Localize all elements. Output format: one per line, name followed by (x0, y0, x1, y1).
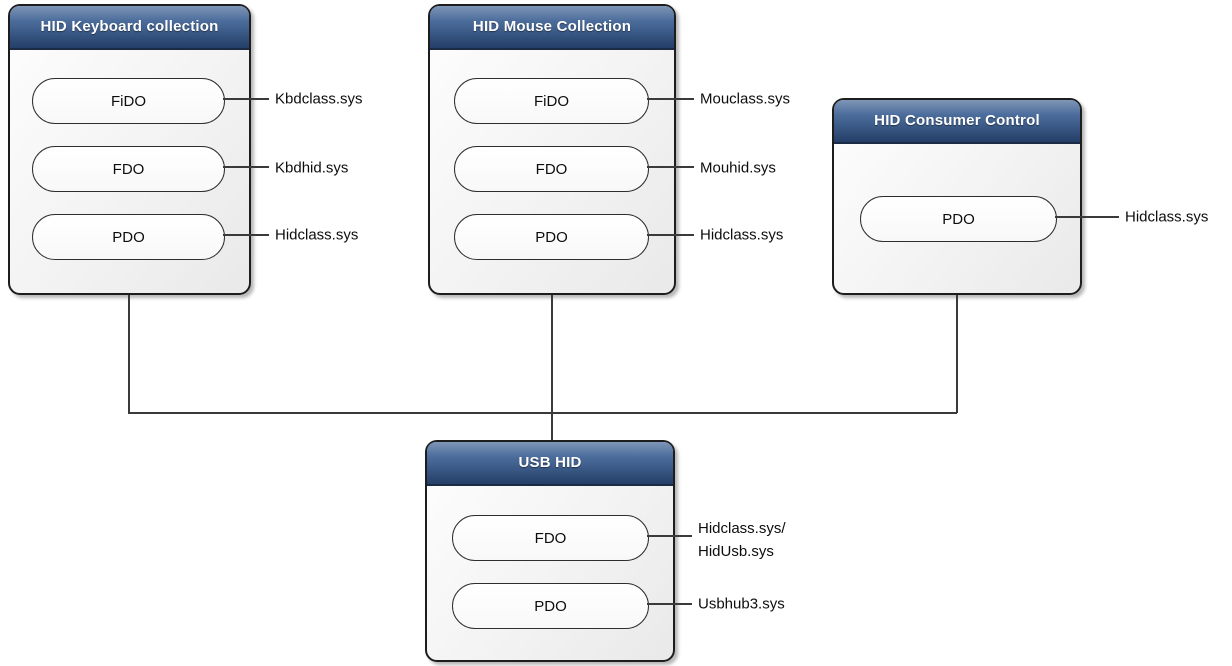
annotation-connector-line (647, 535, 692, 537)
node-title: HID Consumer Control (834, 100, 1080, 144)
pill-pdo: PDO (860, 196, 1057, 242)
pill-label: FDO (112, 160, 145, 178)
pill-pdo: PDO (454, 214, 649, 260)
node-usb-hid: USB HID FDO PDO (425, 440, 675, 662)
annotation-connector-line (647, 166, 694, 168)
pill-label: FiDO (111, 92, 146, 110)
driver-label: Hidclass.sys (1125, 208, 1209, 226)
connector-horizontal-bus (128, 412, 957, 414)
pill-label: PDO (535, 228, 568, 246)
node-title: HID Mouse Collection (430, 6, 674, 50)
pill-fido: FiDO (454, 78, 649, 124)
pill-label: PDO (534, 597, 567, 615)
pill-fido: FiDO (32, 78, 225, 124)
pill-fdo: FDO (452, 515, 649, 561)
driver-label: Hidclass.sys/ HidUsb.sys (698, 520, 786, 560)
driver-label: Mouclass.sys (700, 90, 791, 108)
driver-label: Kbdhid.sys (275, 159, 349, 177)
connector-keyboard-down (128, 295, 130, 413)
pill-fdo: FDO (32, 146, 225, 192)
pill-fdo: FDO (454, 146, 649, 192)
driver-label: Usbhub3.sys (698, 595, 785, 613)
pill-label: FDO (535, 160, 568, 178)
annotation-connector-line (223, 98, 269, 100)
connector-mouse-to-usbhid (551, 295, 553, 440)
pill-pdo: PDO (452, 583, 649, 629)
pill-label: PDO (112, 228, 145, 246)
connector-consumer-down (956, 295, 958, 413)
node-title: HID Keyboard collection (10, 6, 249, 50)
annotation-connector-line (647, 98, 694, 100)
driver-label: Hidclass.sys (700, 226, 784, 244)
node-hid-mouse-collection: HID Mouse Collection FiDO FDO PDO (428, 4, 676, 295)
node-hid-keyboard-collection: HID Keyboard collection FiDO FDO PDO (8, 4, 251, 295)
pill-label: PDO (942, 210, 975, 228)
annotation-connector-line (223, 234, 269, 236)
annotation-connector-line (647, 234, 694, 236)
node-title: USB HID (427, 442, 673, 486)
annotation-connector-line (223, 166, 269, 168)
driver-label: Kbdclass.sys (275, 90, 363, 108)
annotation-connector-line (647, 603, 692, 605)
driver-label: Mouhid.sys (700, 159, 776, 177)
annotation-connector-line (1055, 216, 1119, 218)
driver-label: Hidclass.sys (275, 226, 359, 244)
pill-label: FiDO (534, 92, 569, 110)
node-hid-consumer-control: HID Consumer Control PDO (832, 98, 1082, 295)
pill-pdo: PDO (32, 214, 225, 260)
pill-label: FDO (534, 529, 567, 547)
